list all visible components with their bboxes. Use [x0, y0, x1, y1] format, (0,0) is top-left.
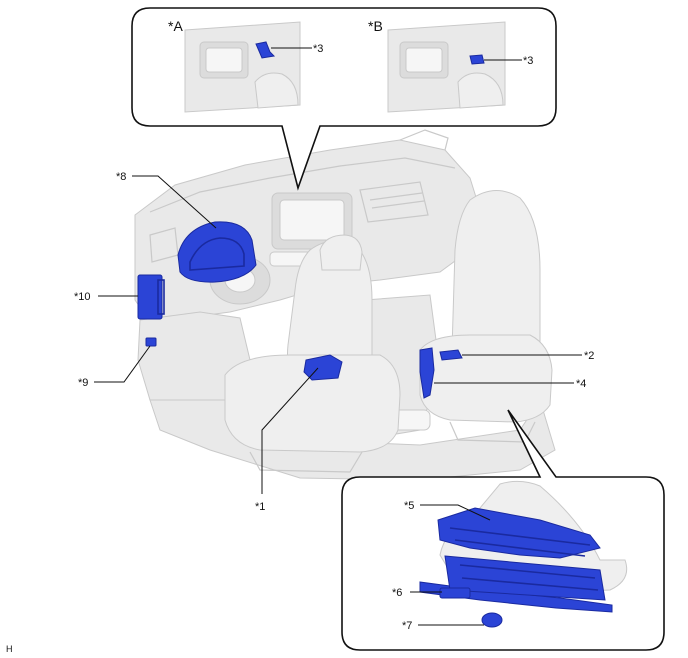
inset-b-callout: *3 — [523, 55, 533, 67]
vehicle-interior-illustration — [135, 130, 555, 480]
inset-b-tag: *B — [368, 18, 383, 34]
callout-9: *9 — [78, 377, 88, 389]
center-display-screen — [280, 200, 344, 240]
seat-motor-7 — [482, 613, 502, 627]
inset-a: *A *3 — [168, 18, 323, 112]
callout-4: *4 — [576, 378, 586, 390]
figure-code: H — [6, 644, 13, 654]
occupant-sensor-2 — [440, 350, 462, 360]
callout-1: *1 — [255, 501, 265, 513]
inset-a-display-screen — [206, 48, 242, 72]
inset-a-callout: *3 — [313, 43, 323, 55]
inset-b-display-screen — [406, 48, 442, 72]
sensor-9 — [146, 338, 156, 346]
callout-10: *10 — [74, 291, 91, 303]
inset-b-part-3 — [470, 55, 484, 64]
callout-8: *8 — [116, 171, 126, 183]
callout-6: *6 — [392, 587, 402, 599]
callout-2: *2 — [584, 350, 594, 362]
callout-7: *7 — [402, 620, 412, 632]
callout-5: *5 — [404, 500, 414, 512]
seat-ecu-1 — [304, 355, 342, 380]
inset-a-tag: *A — [168, 18, 183, 34]
passenger-seat-cushion — [420, 335, 552, 422]
seat-slide-motor — [440, 588, 470, 598]
driver-headrest — [320, 235, 362, 270]
